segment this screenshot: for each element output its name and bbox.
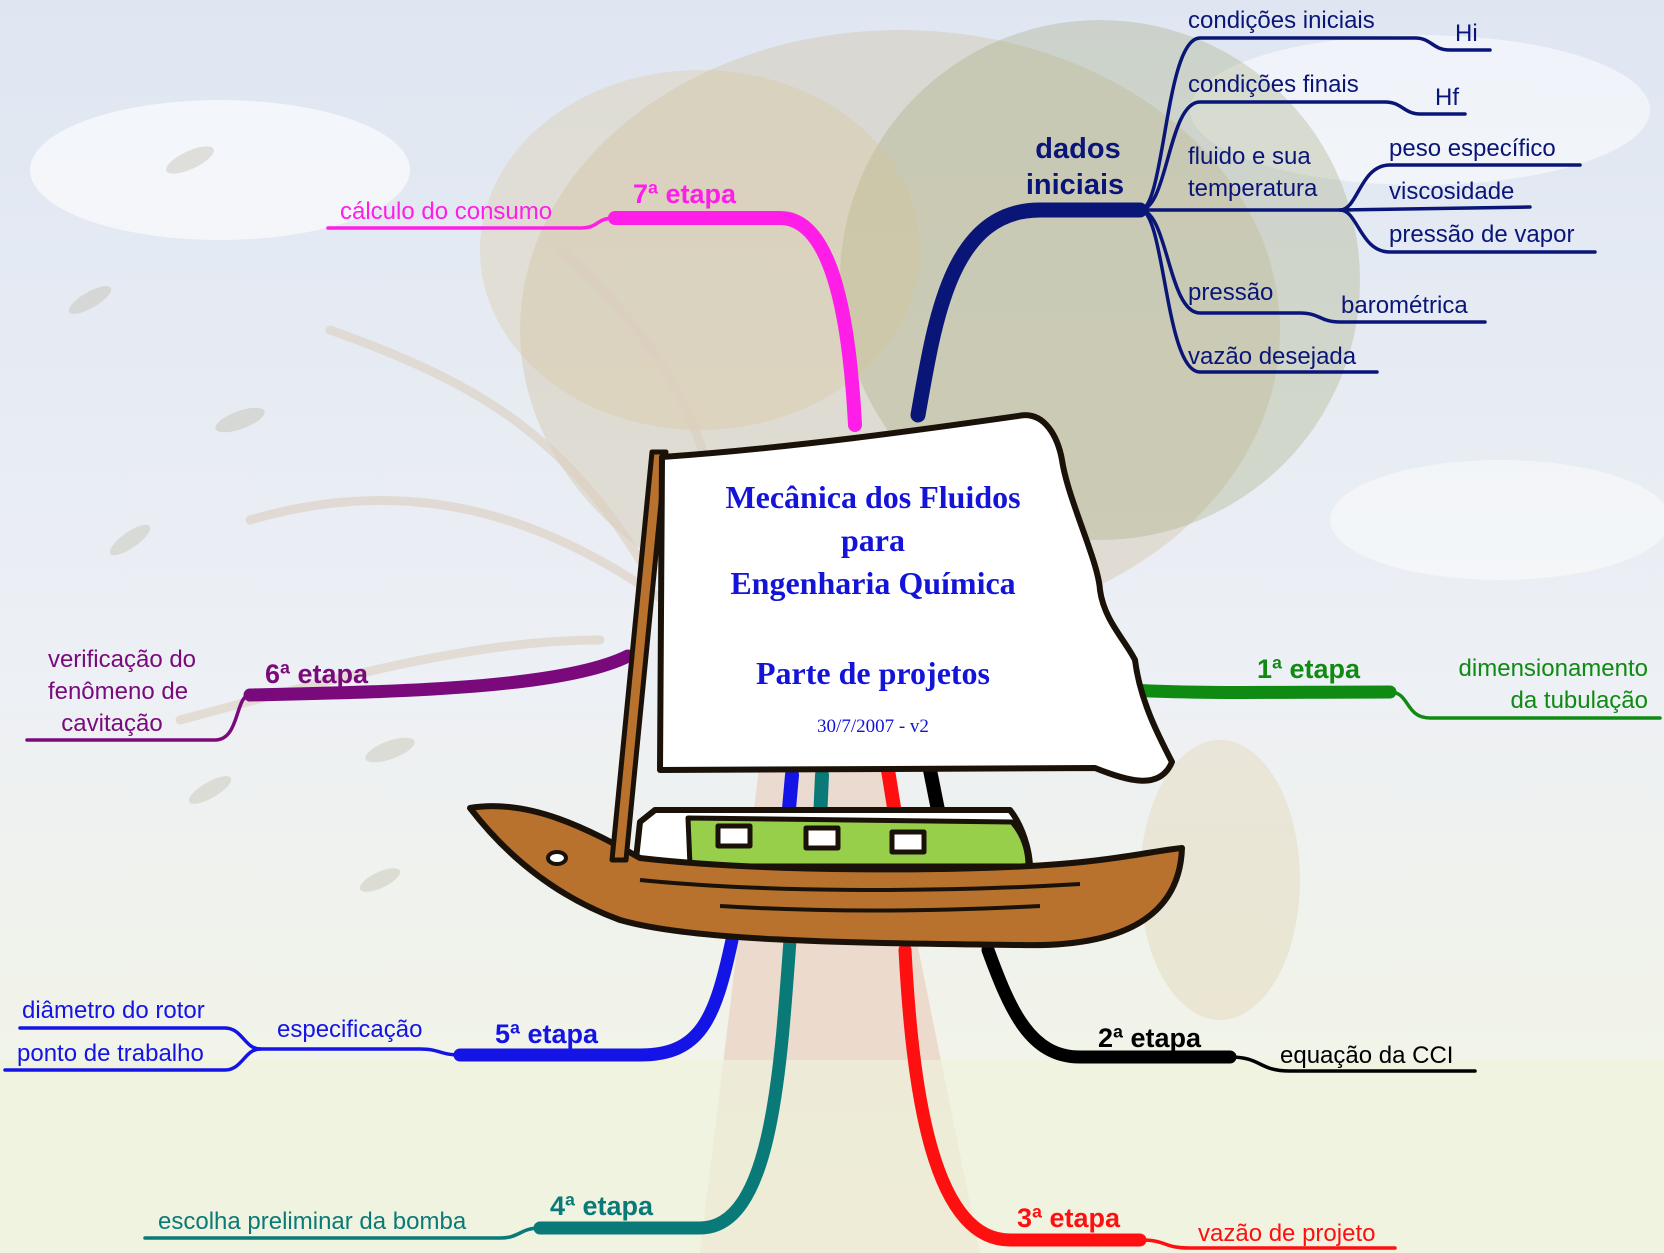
etapa2-text: equação da CCI: [1280, 1042, 1453, 1069]
condicoes-iniciais-label: condições iniciais: [1188, 7, 1375, 34]
etapa3-sub-line: [1138, 1238, 1397, 1250]
etapa4-text: escolha preliminar da bomba: [158, 1208, 467, 1235]
etapa1-title: 1ª etapa: [1257, 654, 1361, 684]
etapa1-node: 1ª etapa dimensionamento da tubulação: [1257, 654, 1648, 714]
etapa2-title: 2ª etapa: [1098, 1023, 1202, 1053]
center-title-line: para: [841, 522, 905, 558]
center-version: 30/7/2007 - v2: [817, 716, 929, 737]
dados-iniciais-labels: dados iniciais condições iniciais Hi con…: [1026, 7, 1575, 370]
etapa5-title: 5ª etapa: [495, 1019, 599, 1049]
branch-etapa6: [243, 649, 635, 702]
dados-iniciais-title: iniciais: [1026, 169, 1124, 201]
branch-etapa3: [898, 943, 1147, 1247]
branch-etapa1: [1123, 683, 1397, 699]
center-title-line: Mecânica dos Fluidos: [725, 479, 1020, 515]
viscosidade-label: viscosidade: [1389, 178, 1514, 205]
vazao-desejada-label: vazão desejada: [1188, 343, 1357, 370]
sail: [657, 412, 1175, 784]
etapa4-node: 4ª etapa escolha preliminar da bomba: [158, 1191, 654, 1235]
cabin-window: [803, 825, 841, 851]
ponto-de-trabalho-label: ponto de trabalho: [17, 1040, 204, 1067]
etapa7-node: 7ª etapa cálculo do consumo: [340, 179, 737, 225]
diametro-do-rotor-label: diâmetro do rotor: [22, 997, 205, 1024]
etapa1-sub-line: [1388, 690, 1662, 720]
etapa6-node: 6ª etapa verificação do fenômeno de cavi…: [48, 646, 369, 737]
etapa5-node: 5ª etapa especificação diâmetro do rotor…: [17, 997, 599, 1067]
pressao-de-vapor-label: pressão de vapor: [1389, 221, 1574, 248]
peso-especifico-label: peso específico: [1389, 135, 1556, 162]
etapa5-sub-lines: [3, 1026, 462, 1072]
cabin-window: [889, 829, 927, 855]
boat-illustration: [467, 412, 1185, 949]
center-subtitle: Parte de projetos: [756, 655, 990, 691]
branch-etapa4: [533, 933, 797, 1235]
etapa3-text: vazão de projeto: [1198, 1220, 1375, 1247]
dados-sub-lines: [1138, 36, 1597, 374]
fluido-label: temperatura: [1188, 175, 1318, 202]
etapa1-text: dimensionamento: [1459, 655, 1648, 682]
etapa7-sub-line: [326, 216, 617, 230]
etapa2-sub-line: [1228, 1055, 1477, 1073]
center-title-line: Engenharia Química: [730, 565, 1015, 601]
etapa3-node: 3ª etapa vazão de projeto: [1017, 1203, 1375, 1247]
etapa7-text: cálculo do consumo: [340, 198, 552, 225]
etapa4-sub-line: [143, 1226, 542, 1240]
boat-hull: [467, 803, 1185, 949]
cabin-window: [715, 823, 753, 849]
etapa2-node: 2ª etapa equação da CCI: [1098, 1023, 1453, 1069]
etapa6-title: 6ª etapa: [265, 659, 369, 689]
etapa5-text: especificação: [277, 1016, 422, 1043]
etapa6-sub-line: [25, 693, 252, 742]
condicoes-finais-label: condições finais: [1188, 71, 1359, 98]
etapa6-text: fenômeno de: [48, 678, 188, 705]
sub-branches: [3, 36, 1662, 1250]
branch-etapa2: [981, 943, 1237, 1064]
etapa6-text: cavitação: [61, 710, 162, 737]
branch-dados-iniciais: [910, 202, 1148, 423]
barometrica-label: barométrica: [1341, 292, 1468, 319]
branch-etapa7: [608, 211, 862, 432]
etapa3-title: 3ª etapa: [1017, 1203, 1121, 1233]
etapa7-title: 7ª etapa: [633, 179, 737, 209]
hf-label: Hf: [1435, 84, 1459, 111]
etapa1-text: da tubulação: [1511, 687, 1648, 714]
mast: [609, 449, 669, 863]
center-title: Mecânica dos Fluidos para Engenharia Quí…: [725, 479, 1020, 737]
branch-etapa5: [453, 933, 739, 1062]
dados-iniciais-title: dados: [1035, 133, 1120, 165]
etapa4-title: 4ª etapa: [550, 1191, 654, 1221]
pressao-label: pressão: [1188, 279, 1273, 306]
etapa6-text: verificação do: [48, 646, 196, 673]
fluido-label: fluido e sua: [1188, 143, 1311, 170]
hi-label: Hi: [1455, 20, 1478, 47]
